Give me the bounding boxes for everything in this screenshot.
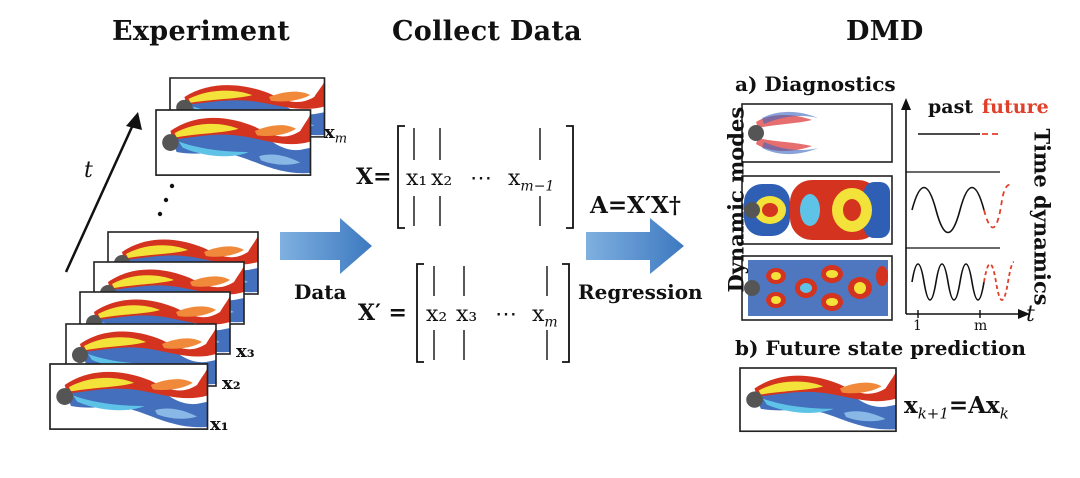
matrix-x-entry-last: xm−1 <box>508 166 554 194</box>
matrix-x-entry-last-sub: m−1 <box>520 178 555 195</box>
regression-arrow-label: Regression <box>578 280 703 304</box>
matrix-x-entry-1: x₁ <box>406 166 428 191</box>
snapshot-label-xm: xm <box>324 122 348 147</box>
future-label: future <box>982 96 1049 118</box>
past-label: past <box>928 96 974 118</box>
matrix-xp-entry-1: x₂ <box>426 302 448 327</box>
data-arrow-label: Data <box>294 280 347 304</box>
snapshot-x1 <box>49 363 209 430</box>
snapshot-label-x1: x₁ <box>210 414 229 435</box>
time-arrowhead <box>126 112 142 130</box>
dmd-title: DMD <box>846 16 924 47</box>
dmd-operator: A=X′X† <box>590 192 681 219</box>
time-axis-line <box>64 117 138 273</box>
ellipsis-dot <box>157 211 163 217</box>
matrix-xp-entry-last-sub: m <box>544 314 558 331</box>
eq-rhs-base: =Ax <box>948 392 1000 419</box>
snapshot-label-x2: x₂ <box>222 373 241 394</box>
matrix-x-lhs: X= <box>356 164 392 190</box>
matrix-xp-entry-last-base: x <box>532 302 545 327</box>
matrix-x-entry-last-base: x <box>508 166 521 191</box>
matrix-x-left-bracket <box>397 125 405 229</box>
tick-label-start: 1 <box>913 318 922 334</box>
matrix-xp-left-bracket <box>416 263 424 363</box>
dynamic-modes-axis-label: Dynamic modes <box>723 106 749 293</box>
snapshot-label-x3: x₃ <box>236 341 255 362</box>
time-dynamics-axis-label: Time dynamics <box>1029 128 1055 306</box>
matrix-x-right-bracket <box>566 125 574 229</box>
mode-1-panel <box>741 103 893 163</box>
time-dynamics-plots <box>901 98 1030 319</box>
matrix-xp-lhs: X′ = <box>358 300 407 326</box>
ellipsis-dot <box>163 197 169 203</box>
tick-label-end: m <box>974 318 988 334</box>
experiment-title: Experiment <box>112 16 291 47</box>
matrix-xp-right-bracket <box>562 263 570 363</box>
prediction-snapshot <box>739 367 897 433</box>
diagnostics-label: a) Diagnostics <box>735 72 896 96</box>
matrix-xp-entry-last: xm <box>532 302 558 330</box>
regression-arrow <box>586 218 684 274</box>
eq-lhs-base: x <box>904 392 918 419</box>
matrix-x-entry-dots: ⋯ <box>470 166 492 191</box>
mode-2-panel <box>741 175 893 245</box>
matrix-x-entry-2: x₂ <box>431 166 453 191</box>
snapshot-xm <box>155 109 312 176</box>
mode-3-panel <box>741 255 893 321</box>
time-label: t <box>84 158 93 183</box>
matrix-xp-entry-dots: ⋯ <box>495 302 517 327</box>
eq-rhs-sub: k <box>999 404 1009 423</box>
prediction-label: b) Future state prediction <box>735 336 1026 360</box>
t-axis-label: t <box>1026 302 1035 327</box>
matrix-xp-entry-2: x₃ <box>456 302 478 327</box>
prediction-equation: xk+1=Axk <box>904 392 1009 423</box>
collect-data-title: Collect Data <box>392 16 582 47</box>
ellipsis-dot <box>169 183 175 189</box>
snapshot-label-xm-sub: m <box>334 131 348 147</box>
eq-lhs-sub: k+1 <box>917 404 949 423</box>
data-arrow <box>280 218 372 274</box>
